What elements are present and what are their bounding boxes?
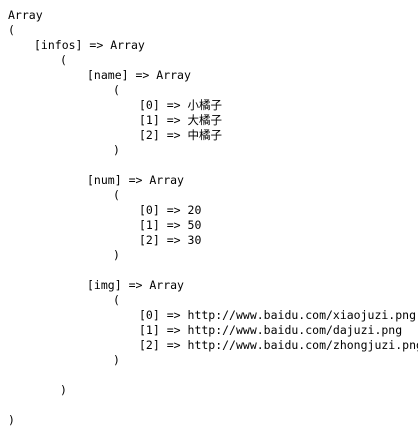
- arrow: =>: [89, 38, 104, 52]
- arrow: =>: [135, 68, 150, 82]
- item-index: [0]: [139, 203, 160, 217]
- blank-line: [8, 398, 418, 413]
- arrow: =>: [166, 218, 181, 232]
- img-item: [2] => http://www.baidu.com/zhongjuzi.pn…: [8, 338, 418, 353]
- num-type: Array: [149, 173, 184, 187]
- infos-close-paren: ): [60, 383, 67, 397]
- arrow: =>: [166, 203, 181, 217]
- item-index: [2]: [139, 233, 160, 247]
- root-open-paren: (: [8, 23, 15, 37]
- img-key-line: [img] => Array: [8, 278, 418, 293]
- infos-key-line: [infos] => Array: [8, 38, 418, 53]
- infos-type: Array: [110, 38, 145, 52]
- name-item: [1] => 大橘子: [8, 113, 418, 128]
- blank-line: [8, 263, 418, 278]
- item-value: 大橘子: [187, 113, 223, 127]
- arrow: =>: [166, 323, 181, 337]
- num-close-paren: ): [113, 248, 120, 262]
- name-item: [0] => 小橘子: [8, 98, 418, 113]
- num-key: [num]: [87, 173, 122, 187]
- item-value: 中橘子: [187, 128, 223, 142]
- img-key: [img]: [87, 278, 122, 292]
- blank-line: [8, 158, 418, 173]
- img-item: [1] => http://www.baidu.com/dajuzi.png: [8, 323, 418, 338]
- arrow: =>: [166, 98, 181, 112]
- item-index: [1]: [139, 113, 160, 127]
- arrow: =>: [166, 338, 181, 352]
- arrow: =>: [166, 233, 181, 247]
- item-value: http://www.baidu.com/zhongjuzi.png: [187, 338, 418, 352]
- name-open-paren: (: [113, 83, 120, 97]
- img-item: [0] => http://www.baidu.com/xiaojuzi.png: [8, 308, 418, 323]
- img-open-paren: (: [113, 293, 120, 307]
- arrow: =>: [128, 278, 143, 292]
- num-item: [2] => 30: [8, 233, 418, 248]
- name-type: Array: [156, 68, 191, 82]
- item-value: 小橘子: [187, 98, 223, 112]
- item-value: 20: [187, 203, 202, 217]
- print-r-output: Array ( [infos] => Array ( [name] => Arr…: [8, 8, 418, 428]
- root-close-paren: ): [8, 413, 15, 427]
- item-index: [0]: [139, 308, 160, 322]
- root-type: Array: [8, 8, 43, 22]
- item-value: http://www.baidu.com/dajuzi.png: [187, 323, 403, 337]
- num-open-paren: (: [113, 188, 120, 202]
- item-value: 50: [187, 218, 202, 232]
- num-item: [0] => 20: [8, 203, 418, 218]
- arrow: =>: [166, 128, 181, 142]
- item-index: [0]: [139, 98, 160, 112]
- item-index: [2]: [139, 128, 160, 142]
- arrow: =>: [166, 308, 181, 322]
- infos-open-paren: (: [60, 53, 67, 67]
- blank-line: [8, 368, 418, 383]
- name-close-paren: ): [113, 143, 120, 157]
- item-index: [1]: [139, 323, 160, 337]
- name-key: [name]: [87, 68, 129, 82]
- name-item: [2] => 中橘子: [8, 128, 418, 143]
- item-value: 30: [187, 233, 202, 247]
- item-index: [2]: [139, 338, 160, 352]
- arrow: =>: [128, 173, 143, 187]
- item-value: http://www.baidu.com/xiaojuzi.png: [187, 308, 416, 322]
- infos-key: [infos]: [34, 38, 83, 52]
- item-index: [1]: [139, 218, 160, 232]
- name-key-line: [name] => Array: [8, 68, 418, 83]
- num-key-line: [num] => Array: [8, 173, 418, 188]
- num-item: [1] => 50: [8, 218, 418, 233]
- img-close-paren: ): [113, 353, 120, 367]
- img-type: Array: [149, 278, 184, 292]
- arrow: =>: [166, 113, 181, 127]
